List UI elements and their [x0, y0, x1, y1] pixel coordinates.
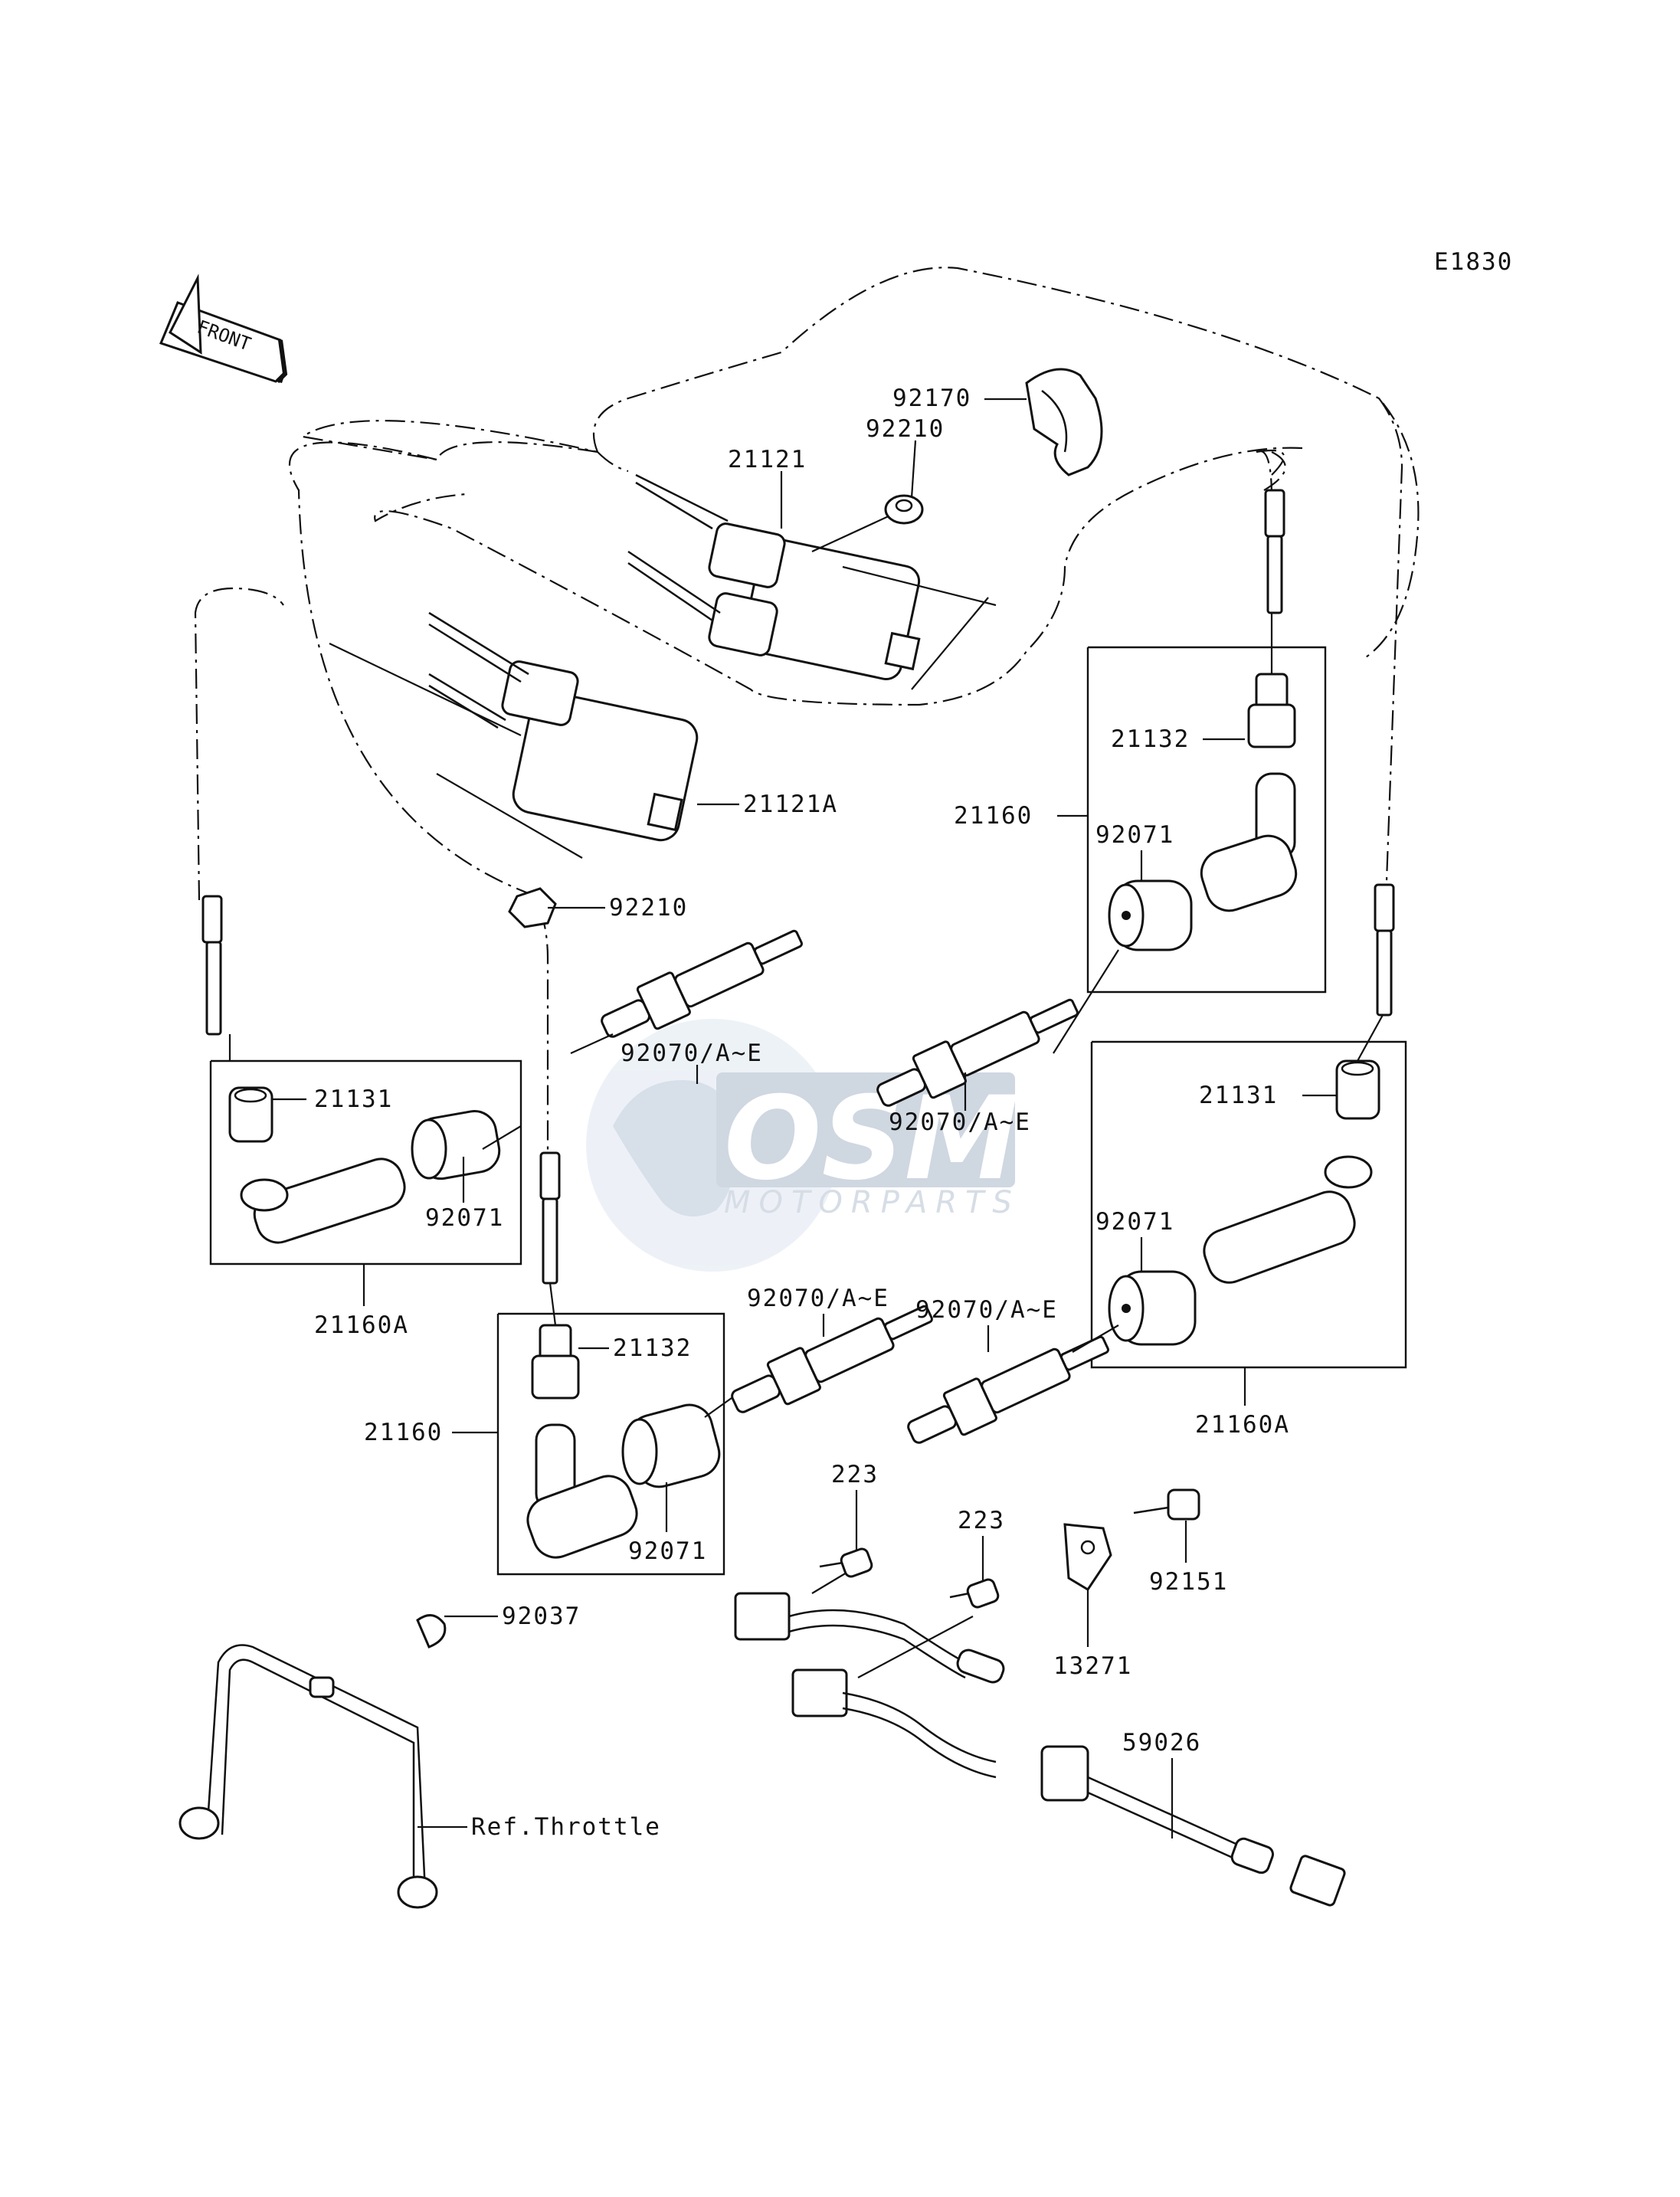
nut-92210-mid — [508, 887, 557, 928]
bolt-223-b — [949, 1578, 1000, 1609]
callout-223-a: 223 — [831, 1461, 879, 1488]
boot-21160-right — [1200, 772, 1298, 912]
seal-92071-left — [411, 1109, 501, 1180]
callout-92170: 92170 — [892, 385, 971, 412]
spark-plug-d — [907, 1335, 1109, 1444]
callout-21160A-right: 21160A — [1195, 1411, 1290, 1439]
callout-21160-mid: 21160 — [364, 1419, 443, 1446]
callout-21160A-left: 21160A — [314, 1311, 409, 1339]
clip-92037 — [416, 1614, 447, 1649]
bolt-92151 — [1133, 1488, 1200, 1521]
spark-plug-c — [731, 1305, 933, 1413]
seal-92071-right-top — [1108, 879, 1193, 951]
wire-terminal-left — [201, 895, 223, 1036]
cap-21132-right — [1247, 673, 1296, 748]
callout-92151: 92151 — [1149, 1568, 1228, 1596]
wire-terminal-mid — [539, 1151, 561, 1285]
boot-21160A-right — [1203, 1155, 1373, 1284]
callout-223-b: 223 — [958, 1507, 1005, 1534]
callout-92071-left: 92071 — [425, 1204, 504, 1232]
seal-92071-right-mid — [1108, 1270, 1197, 1346]
callout-92071-right-mid: 92071 — [1095, 1208, 1174, 1236]
seal-92071-mid — [621, 1403, 721, 1488]
callout-21160-right: 21160 — [954, 802, 1033, 830]
callout-92070-a: 92070/A~E — [621, 1040, 763, 1067]
callout-92210-mid: 92210 — [609, 894, 688, 922]
callout-59026: 59026 — [1122, 1729, 1201, 1757]
callout-92070-c: 92070/A~E — [747, 1285, 889, 1312]
clamp-92170 — [1025, 368, 1103, 476]
callout-92037: 92037 — [502, 1603, 581, 1630]
boot-21160A-left — [240, 1157, 406, 1244]
callout-ref-throttle: Ref.Throttle — [471, 1813, 661, 1841]
cap-21131-left — [228, 1086, 273, 1143]
callout-21121A: 21121A — [743, 791, 838, 818]
callout-92071-mid: 92071 — [628, 1537, 707, 1565]
box-21160-mid — [496, 1312, 725, 1576]
boot-21160-mid — [526, 1423, 638, 1559]
watermark-tagline: MOTORPARTS — [724, 1185, 1020, 1220]
bracket-13271 — [1063, 1523, 1112, 1592]
callout-92210-top: 92210 — [866, 415, 945, 443]
spark-plug-b — [876, 998, 1079, 1107]
callout-21132-mid: 21132 — [613, 1334, 692, 1362]
callout-92071-right-top: 92071 — [1095, 821, 1174, 849]
bolt-223-a — [819, 1547, 873, 1578]
wire-terminal-right-top — [1264, 489, 1285, 614]
callout-21131-right: 21131 — [1199, 1082, 1278, 1109]
callout-21121: 21121 — [728, 446, 807, 473]
nut-92210-top — [884, 494, 924, 525]
wire-terminal-right-mid — [1374, 883, 1395, 1017]
callout-leaders — [272, 398, 1337, 1838]
cap-21132-mid — [531, 1324, 580, 1400]
harness-59026 — [734, 1570, 1346, 1907]
callout-21131-left: 21131 — [314, 1085, 393, 1113]
box-21160A-left — [209, 1059, 522, 1265]
ignition-coil-21121 — [627, 473, 997, 690]
throttle-bracket — [178, 1644, 438, 1909]
box-21160A-right — [1090, 1040, 1407, 1369]
front-arrow-icon: FRONT — [159, 273, 288, 384]
osm-watermark: OSM MOTORPARTS — [586, 1019, 1020, 1272]
cap-21131-right — [1335, 1059, 1380, 1120]
box-21160-right — [1086, 646, 1327, 994]
diagram-code: E1830 — [1434, 248, 1513, 276]
spark-plug-a — [601, 929, 803, 1038]
ignition-coil-21121A — [329, 611, 699, 859]
callout-21132-right: 21132 — [1111, 725, 1190, 753]
callout-13271: 13271 — [1053, 1652, 1132, 1680]
watermark-brand: OSM — [724, 1072, 1019, 1206]
callout-92070-b: 92070/A~E — [889, 1108, 1031, 1136]
callout-92070-d: 92070/A~E — [915, 1296, 1058, 1324]
